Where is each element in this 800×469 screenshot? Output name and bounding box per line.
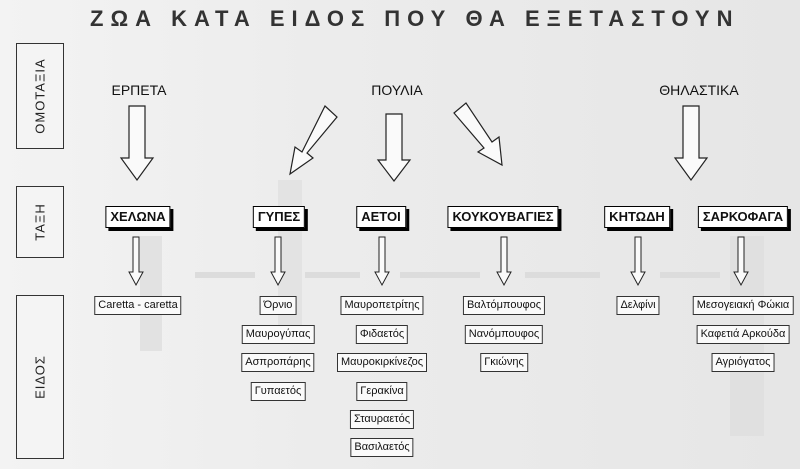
species-carnivores-3: Αγριόγατος	[711, 353, 775, 372]
species-vultures-2: Μαυρογύπας	[241, 325, 315, 344]
order-turtle: ΧΕΛΩΝΑ	[105, 206, 171, 228]
species-eagles-6: Βασιλαετός	[350, 438, 414, 457]
arrow-birds-to-eagles	[376, 113, 412, 182]
row-label-order: ΤΑΞΗ	[32, 203, 48, 241]
arrow-cetaceans-to-species	[630, 236, 646, 287]
arrow-owls-to-species	[496, 236, 512, 287]
class-label-mammals: ΘΗΛΑΣΤΙΚΑ	[659, 82, 739, 98]
row-label-class: ΟΜΟΤΑΞΙΑ	[32, 58, 48, 134]
species-cetaceans-1: Δελφίνι	[616, 296, 660, 315]
arrow-turtle-to-species	[128, 236, 144, 287]
species-owls-1: Βαλτόμπουφος	[462, 296, 546, 315]
species-eagles-3: Μαυροκιρκίνεζος	[337, 353, 427, 372]
species-owls-2: Νανόμπουφος	[464, 325, 544, 344]
species-eagles-5: Σταυραετός	[349, 410, 415, 429]
arrow-vultures-to-species	[270, 236, 286, 287]
order-eagles: ΑΕΤΟΙ	[356, 206, 406, 228]
row-label-class-box: ΟΜΟΤΑΞΙΑ	[16, 43, 64, 149]
arrow-birds-to-vultures	[289, 105, 338, 176]
order-owls: ΚΟΥΚΟΥΒΑΓΙΕΣ	[447, 206, 559, 228]
species-carnivores-1: Μεσογειακή Φώκια	[692, 296, 794, 315]
species-owls-3: Γκιώνης	[480, 353, 528, 372]
species-eagles-4: Γερακίνα	[356, 382, 408, 401]
species-eagles-2: Φιδαετός	[355, 325, 409, 344]
species-carnivores-2: Καφετιά Αρκούδα	[696, 325, 790, 344]
arrow-carnivores-to-species	[733, 236, 749, 287]
class-label-birds: ΠΟΥΛΙΑ	[371, 82, 423, 98]
page-title: ΖΩΑ ΚΑΤΑ ΕΙΔΟΣ ΠΟΥ ΘΑ ΕΞΕΤΑΣΤΟΥΝ	[90, 6, 740, 31]
arrow-reptiles-to-turtle	[119, 105, 155, 182]
species-vultures-4: Γυπαετός	[250, 382, 306, 401]
row-label-order-box: ΤΑΞΗ	[16, 186, 64, 258]
species-vultures-3: Ασπροπάρης	[241, 353, 315, 372]
species-eagles-1: Μαυροπετρίτης	[340, 296, 424, 315]
arrow-mammals-to-carnivores	[673, 105, 709, 182]
arrow-birds-to-owls	[453, 102, 503, 167]
arrow-eagles-to-species	[374, 236, 390, 287]
background-strip-left	[140, 236, 162, 351]
species-vultures-1: Όρνιο	[259, 296, 297, 315]
order-vultures: ΓΥΠΕΣ	[252, 206, 306, 228]
row-label-species-box: ΕΙΔΟΣ	[16, 295, 64, 459]
order-cetaceans: ΚΗΤΩΔΗ	[604, 206, 670, 228]
row-label-species: ΕΙΔΟΣ	[32, 355, 48, 399]
class-label-reptiles: ΕΡΠΕΤΑ	[111, 82, 167, 98]
order-carnivores: ΣΑΡΚΟΦΑΓΑ	[697, 206, 789, 228]
species-turtle-1: Caretta - caretta	[94, 296, 182, 315]
